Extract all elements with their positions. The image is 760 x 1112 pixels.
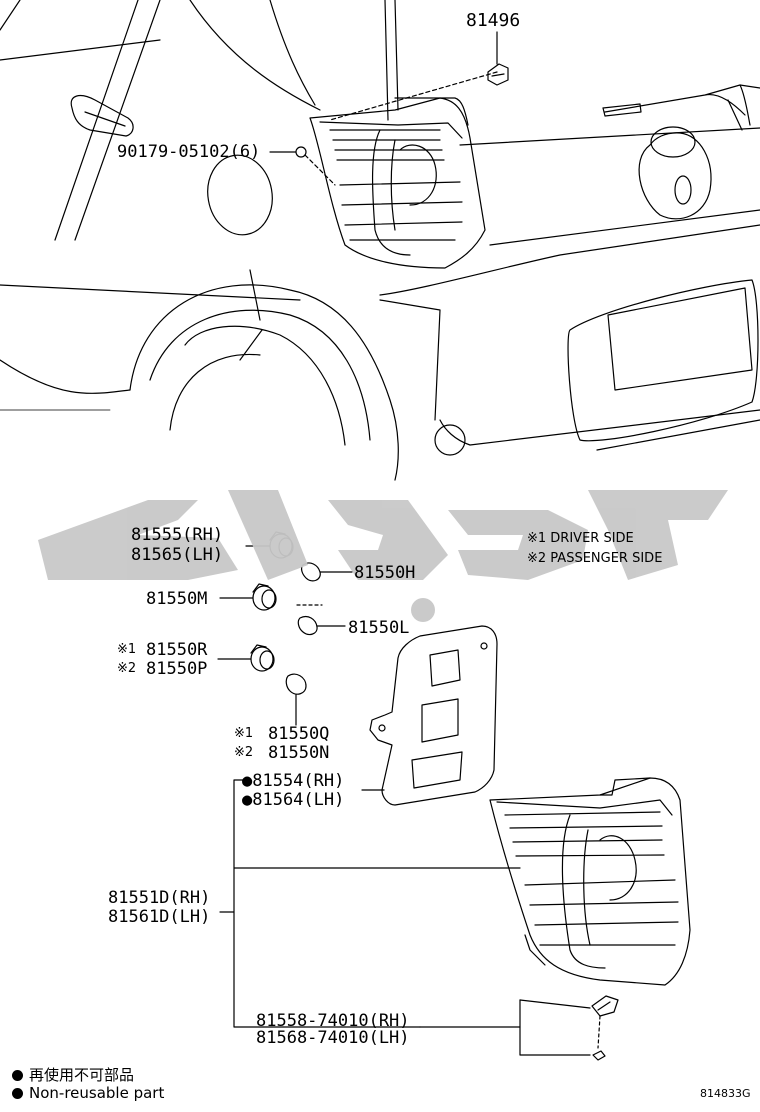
non-reusable-dot-icon xyxy=(12,1088,23,1099)
callout-81550N: 81550N xyxy=(268,743,330,763)
socket-81550R xyxy=(217,644,275,672)
bulb-81550L xyxy=(296,604,346,636)
callout-81550R-mark: ※1 xyxy=(117,642,137,657)
callout-81550Q: 81550Q xyxy=(268,724,330,744)
legend-jp-text: 再使用不可部品 xyxy=(29,1066,135,1084)
callout-81558: 81558-74010(RH) xyxy=(256,1011,410,1031)
lamp-assembly-81551D xyxy=(489,777,691,986)
note-passenger-side: ※2 PASSENGER SIDE xyxy=(527,551,663,566)
callout-81550R: 81550R xyxy=(146,640,208,660)
vehicle-rear-illustration xyxy=(0,0,760,481)
legend-en-text: Non-reusable part xyxy=(29,1084,165,1102)
callout-81550H: 81550H xyxy=(354,563,416,583)
gasket-81554 xyxy=(361,625,498,806)
non-reusable-dot-icon xyxy=(12,1070,23,1081)
callout-81555: 81555(RH) xyxy=(131,525,224,545)
callout-81550P-mark: ※2 xyxy=(117,661,137,676)
note-driver-side: ※1 DRIVER SIDE xyxy=(527,531,634,546)
bulb-81550H xyxy=(300,562,353,582)
callout-81550P: 81550P xyxy=(146,659,208,679)
callout-81551D: 81551D(RH) xyxy=(108,888,211,908)
callout-81550L: 81550L xyxy=(348,618,410,638)
callout-81564: ●81564(LH) xyxy=(242,790,345,810)
socket-81550M xyxy=(219,583,277,611)
callout-81496: 81496 xyxy=(466,10,521,31)
figure-number: 814833G xyxy=(700,1087,751,1100)
callout-81550Q-mark: ※1 xyxy=(234,726,254,741)
watermark-shapes xyxy=(38,490,728,622)
legend-jp: 再使用不可部品 xyxy=(12,1064,134,1085)
callout-81550M: 81550M xyxy=(146,589,208,609)
watermark xyxy=(28,470,738,630)
clip-81558 xyxy=(591,995,619,1061)
exploded-parts xyxy=(217,531,691,1061)
legend-en: Non-reusable part xyxy=(12,1084,164,1102)
callout-90179-05102: 90179-05102(6) xyxy=(117,142,261,162)
callout-81561D: 81561D(LH) xyxy=(108,907,211,927)
bulb-81550Q xyxy=(285,673,307,726)
callout-81554: ●81554(RH) xyxy=(242,771,345,791)
callout-81550N-mark: ※2 xyxy=(234,745,254,760)
callout-81565: 81565(LH) xyxy=(131,545,224,565)
callout-81568: 81568-74010(LH) xyxy=(256,1028,410,1048)
